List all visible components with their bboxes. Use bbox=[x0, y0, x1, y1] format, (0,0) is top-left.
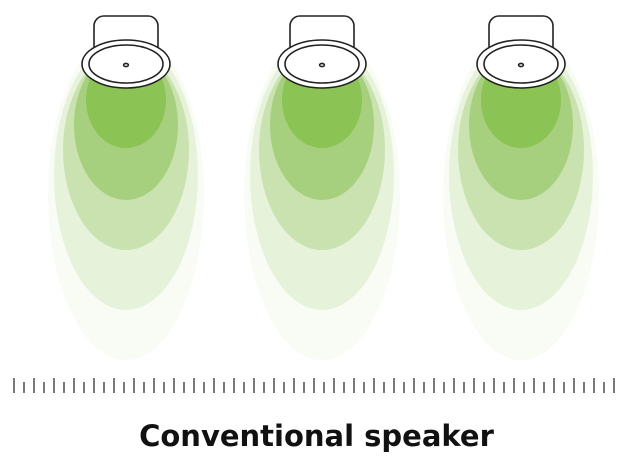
speaker-icon-2 bbox=[278, 16, 366, 88]
speaker-center bbox=[320, 63, 325, 66]
diagram-caption: Conventional speaker bbox=[0, 418, 633, 454]
speaker-unit-1 bbox=[48, 16, 204, 360]
speaker-center bbox=[124, 63, 129, 66]
speaker-icon-3 bbox=[477, 16, 565, 88]
speaker-center bbox=[519, 63, 524, 66]
speaker-unit-3 bbox=[443, 16, 599, 360]
floor-tick-row bbox=[14, 378, 614, 393]
speaker-icon-1 bbox=[82, 16, 170, 88]
speaker-unit-2 bbox=[244, 16, 400, 360]
